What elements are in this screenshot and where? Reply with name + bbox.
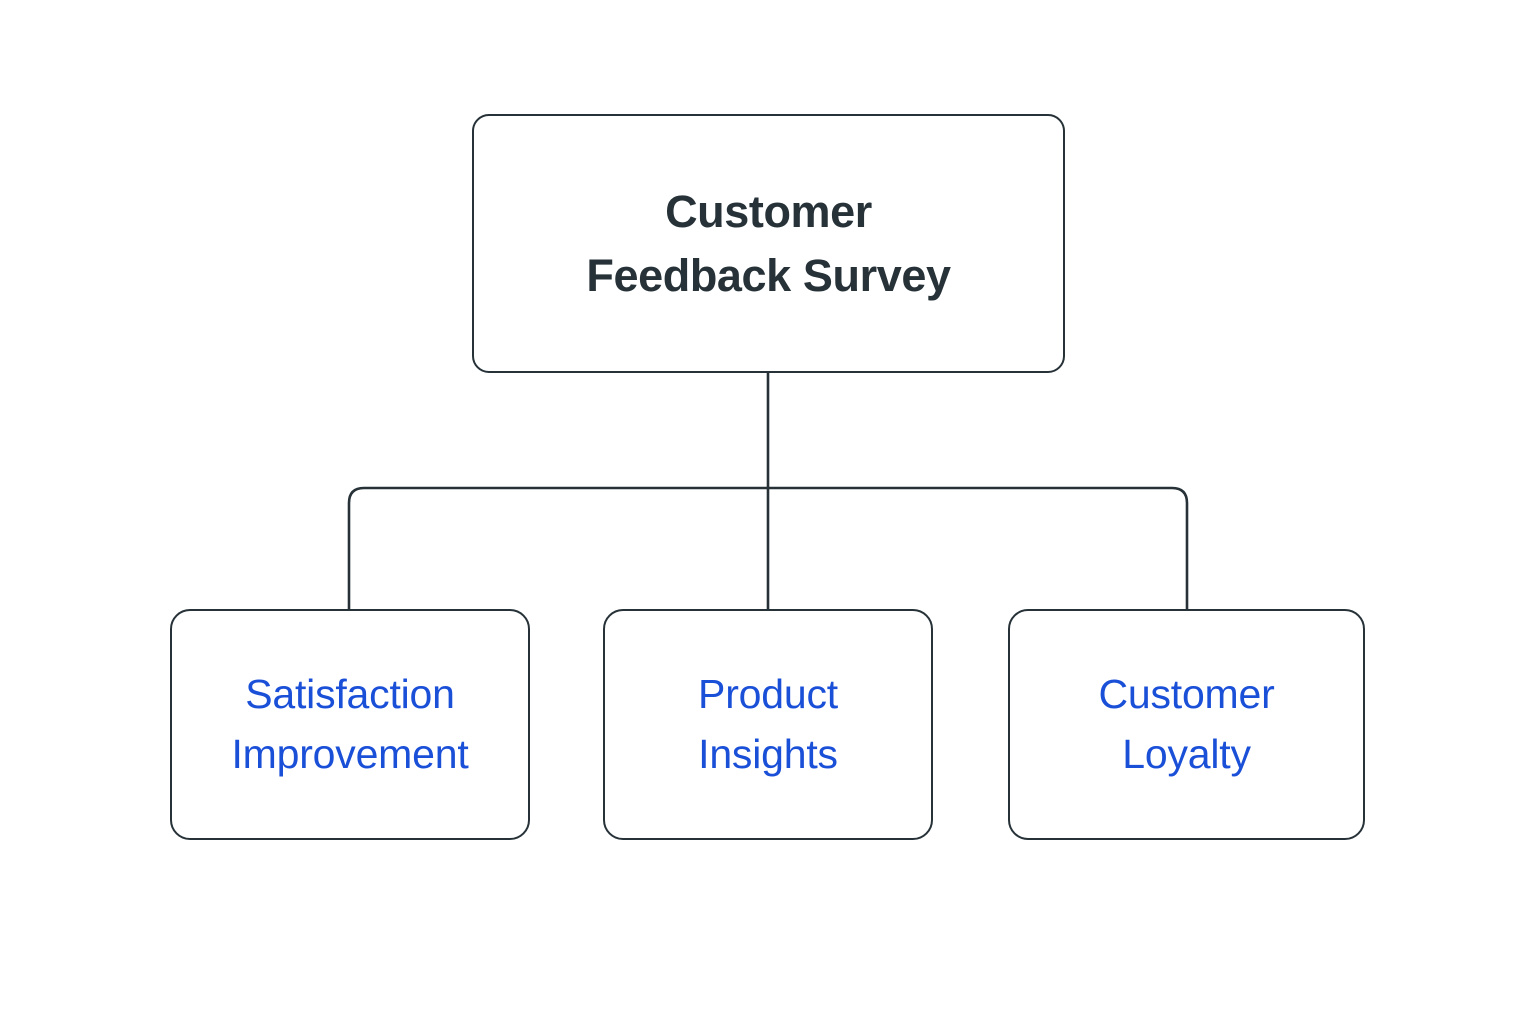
node-product-insights[interactable]: Product Insights xyxy=(603,609,933,840)
connector-bus-left xyxy=(347,486,768,609)
node-root-label-line1: Customer xyxy=(665,185,872,237)
node-child-2-line1: Customer xyxy=(1098,671,1275,718)
node-child-2-line2: Loyalty xyxy=(1122,730,1251,777)
node-product-insights-label: Product Insights xyxy=(684,665,852,784)
node-customer-loyalty-label: Customer Loyalty xyxy=(1084,665,1288,784)
node-child-0-line2: Improvement xyxy=(231,730,469,777)
node-root-label: Customer Feedback Survey xyxy=(564,180,972,308)
node-customer-loyalty[interactable]: Customer Loyalty xyxy=(1008,609,1365,840)
node-root[interactable]: Customer Feedback Survey xyxy=(472,114,1065,373)
node-child-1-line1: Product xyxy=(698,671,838,718)
node-child-0-line1: Satisfaction xyxy=(245,671,455,718)
node-satisfaction-improvement[interactable]: Satisfaction Improvement xyxy=(170,609,530,840)
node-root-label-line2: Feedback Survey xyxy=(586,249,951,301)
node-child-1-line2: Insights xyxy=(698,730,838,777)
connector-bus-right xyxy=(768,486,1189,609)
node-satisfaction-improvement-label: Satisfaction Improvement xyxy=(217,665,482,784)
